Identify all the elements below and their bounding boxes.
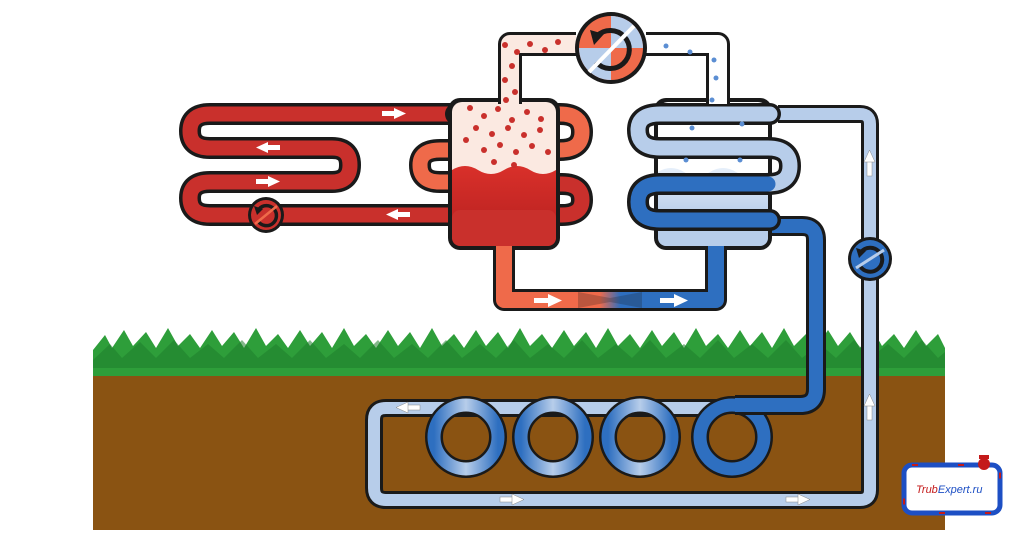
logo-part-expert: Expert bbox=[938, 484, 971, 496]
flow-arrow bbox=[863, 149, 876, 177]
condenser-tank bbox=[448, 98, 560, 250]
flow-arrow bbox=[534, 294, 562, 307]
ground-coils bbox=[425, 396, 773, 478]
flow-arrow bbox=[785, 493, 811, 506]
logo-part-trub: Trub bbox=[916, 484, 938, 496]
flow-arrow bbox=[256, 142, 280, 153]
compressor bbox=[575, 12, 647, 84]
refrigerant-circuit bbox=[493, 32, 730, 311]
flow-arrow bbox=[395, 401, 421, 414]
evaporator-coil bbox=[626, 103, 802, 231]
expansion-line bbox=[496, 246, 724, 308]
logo-part-ru: .ru bbox=[970, 484, 983, 496]
flow-arrow bbox=[386, 209, 410, 220]
expansion-valve-icon bbox=[578, 292, 642, 308]
reversing-valve-icon bbox=[594, 28, 632, 71]
cold-circulation-pump bbox=[848, 237, 892, 281]
grass-shade bbox=[93, 340, 945, 368]
cold-vapour-bubbles bbox=[663, 43, 745, 163]
circulation-pump-icon bbox=[858, 245, 885, 274]
ground-loop bbox=[365, 105, 892, 509]
trubexpert-logo[interactable]: TrubExpert.ru bbox=[901, 455, 1003, 516]
flow-arrow bbox=[256, 176, 280, 187]
valve-icon bbox=[978, 458, 990, 470]
circulation-pump-icon bbox=[256, 203, 279, 228]
logo-text: TrubExpert.ru bbox=[916, 484, 982, 496]
flow-arrow bbox=[499, 493, 525, 506]
hot-circulation-pump bbox=[248, 197, 284, 233]
flow-arrow bbox=[660, 294, 688, 307]
hot-vapour-bubbles bbox=[463, 39, 561, 168]
flow-arrow bbox=[382, 108, 406, 119]
flow-arrow bbox=[863, 393, 876, 421]
